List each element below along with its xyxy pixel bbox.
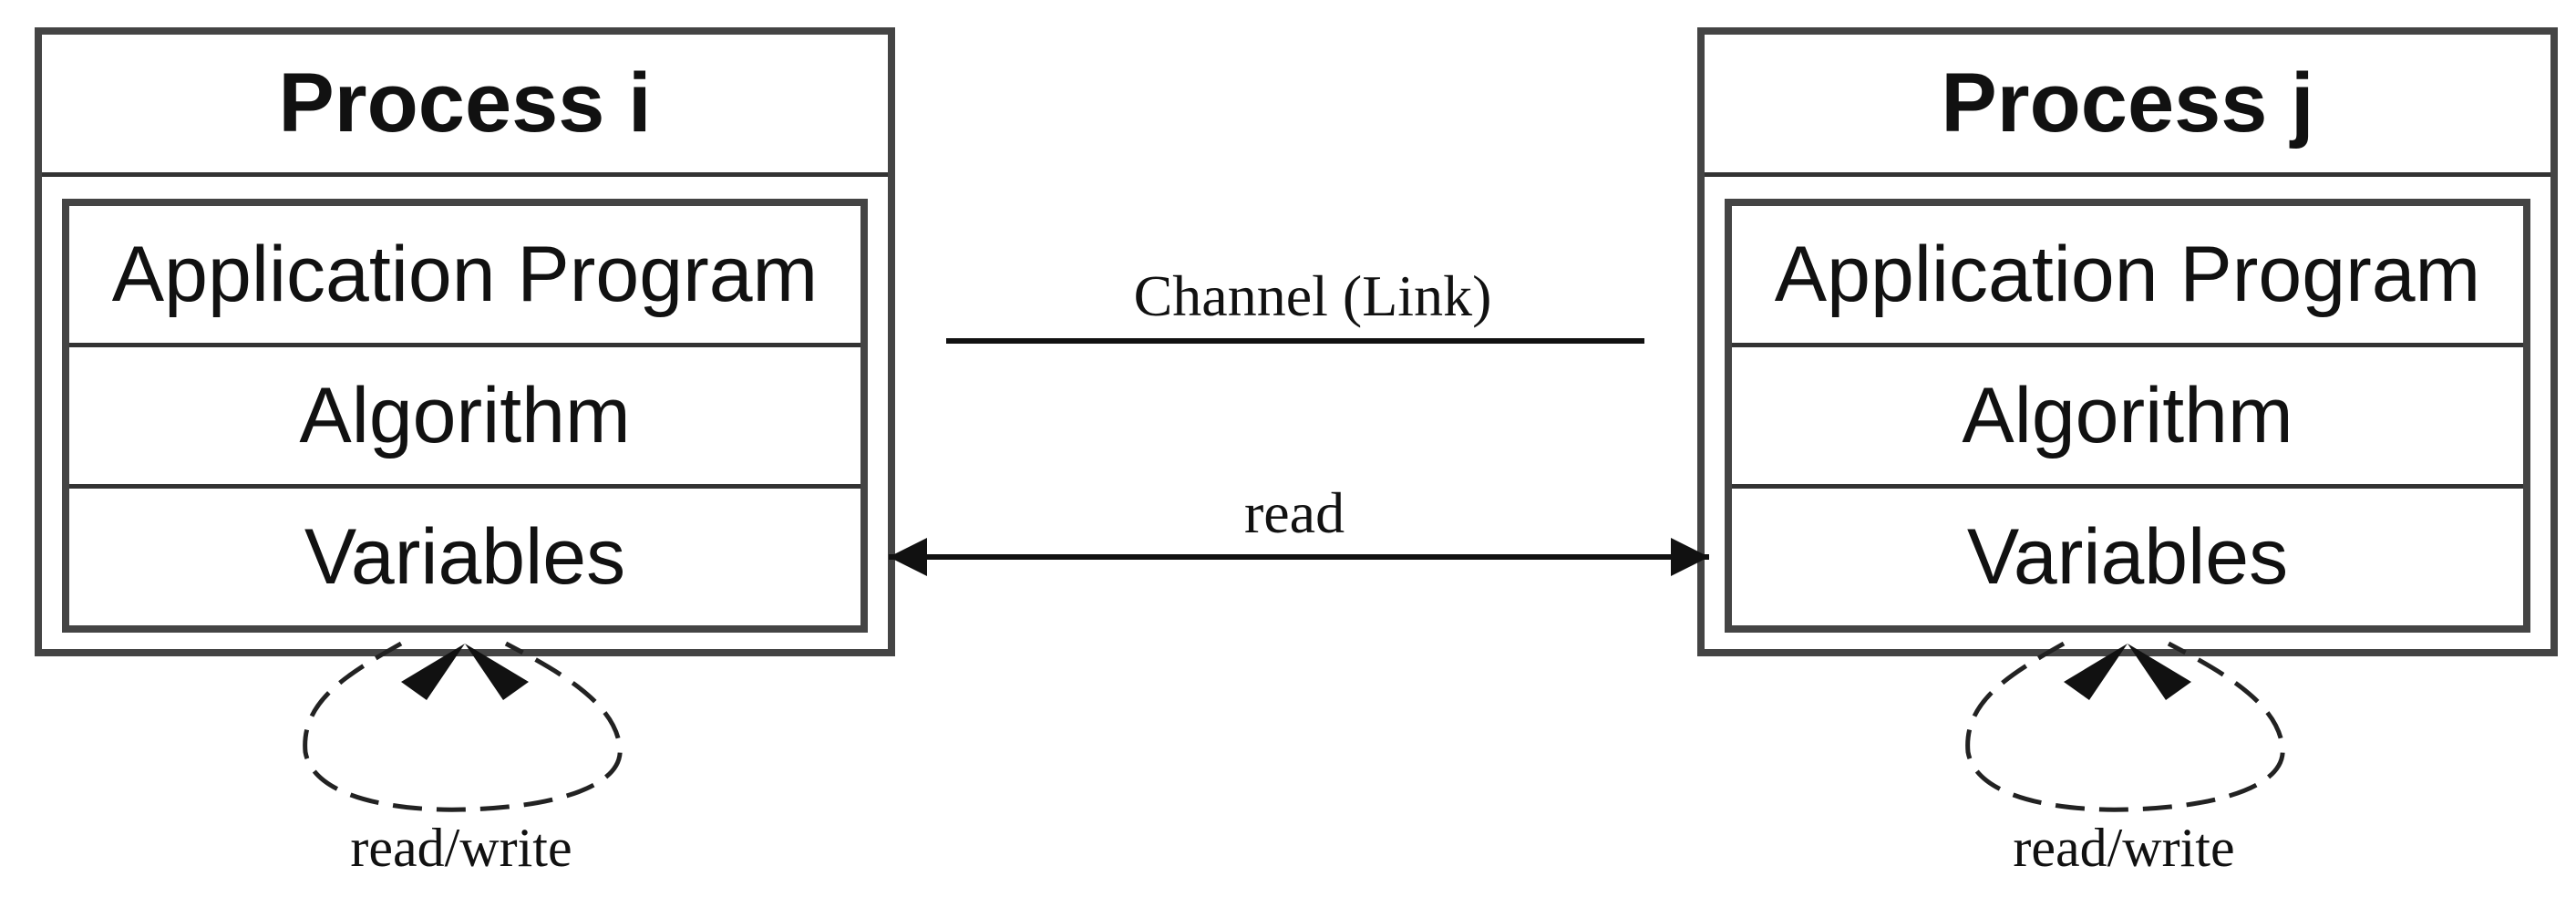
process-j-read-write-loop (1965, 641, 2285, 812)
process-i-algorithm-layer: Algorithm (69, 347, 860, 489)
process-i-application-program-layer: Application Program (69, 206, 860, 347)
channel-link-label: Channel (Link) (1133, 263, 1492, 328)
process-j-application-program-layer: Application Program (1732, 206, 2523, 347)
process-i-title: Process i (42, 35, 888, 177)
process-i-read-write-loop (303, 641, 623, 812)
process-j-read-write-label: read/write (2013, 818, 2235, 878)
process-i-box: Process i Application Program Algorithm … (35, 27, 895, 656)
process-i-layers: Application Program Algorithm Variables (62, 199, 868, 633)
process-j-box: Process j Application Program Algorithm … (1697, 27, 2558, 656)
process-j-variables-layer: Variables (1966, 512, 2289, 601)
process-j-layers: Application Program Algorithm Variables (1725, 199, 2530, 633)
read-arrow-label: read (1243, 480, 1345, 545)
process-i-read-write-label: read/write (350, 818, 572, 878)
process-i-variables-layer: Variables (304, 512, 626, 601)
process-j-title: Process j (1705, 35, 2550, 177)
process-j-algorithm-layer: Algorithm (1732, 347, 2523, 489)
